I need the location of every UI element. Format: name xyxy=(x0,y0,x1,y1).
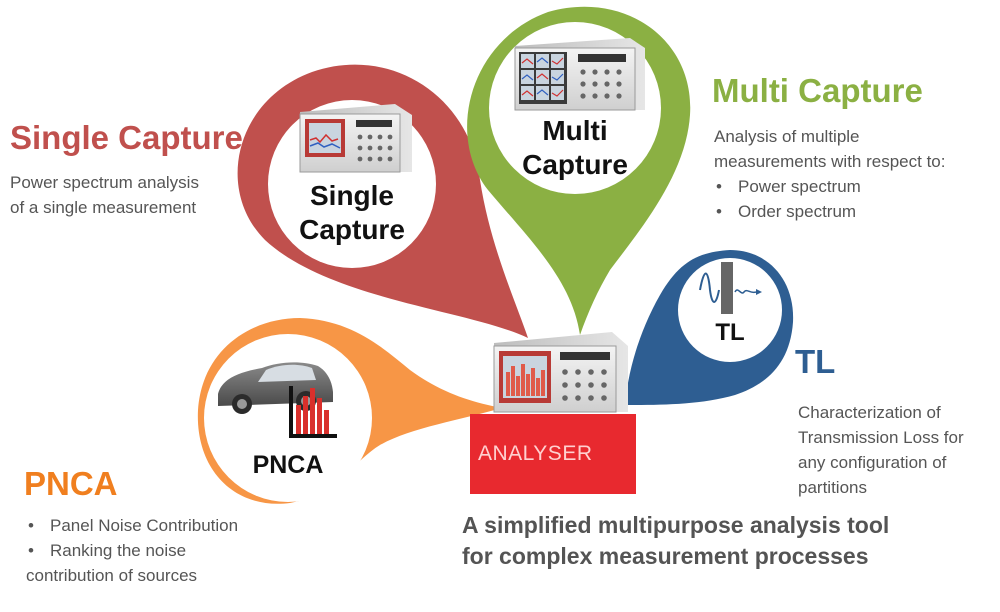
multi-capture-bullet: Order spectrum xyxy=(714,199,945,224)
tl-desc-line: Transmission Loss for xyxy=(798,428,964,447)
bubble-label-line: Capture xyxy=(299,214,405,245)
single-capture-analyser-icon xyxy=(299,104,412,173)
tagline-line: for complex measurement processes xyxy=(462,543,869,569)
multi-capture-bullets: Power spectrum Order spectrum xyxy=(714,174,945,224)
bubble-label-line: Multi xyxy=(542,115,608,146)
pnca-heading: PNCA xyxy=(24,465,118,502)
transmission-wave-icon xyxy=(699,262,762,314)
tl-heading: TL xyxy=(795,343,836,380)
tl-description: Characterization of Transmission Loss fo… xyxy=(798,400,964,500)
analyser-box xyxy=(470,414,636,494)
multi-capture-analyser-icon xyxy=(514,38,645,111)
analyser-label: ANALYSER xyxy=(478,442,593,465)
tl-bubble-label: TL xyxy=(715,319,745,346)
single-capture-bubble-label: Single Capture xyxy=(292,179,412,247)
pnca-bullet: Ranking the noise xyxy=(26,538,238,563)
central-analyser-icon xyxy=(493,332,628,413)
multi-capture-bubble-label: Multi Capture xyxy=(515,114,635,182)
single-capture-description: Power spectrum analysis of a single meas… xyxy=(10,170,199,220)
single-capture-heading: Single Capture xyxy=(10,119,243,156)
tagline-line: A simplified multipurpose analysis tool xyxy=(462,512,890,538)
pnca-bullet: Panel Noise Contribution xyxy=(26,513,238,538)
tagline: A simplified multipurpose analysis tool … xyxy=(462,510,889,572)
tl-desc-line: Characterization of xyxy=(798,403,941,422)
multi-capture-description: Analysis of multiple measurements with r… xyxy=(714,124,945,224)
bubble-label-line: Single xyxy=(309,180,394,211)
pnca-description: Panel Noise Contribution Ranking the noi… xyxy=(26,513,238,588)
bubble-label-line: Capture xyxy=(522,149,628,180)
pnca-bullets: Panel Noise Contribution Ranking the noi… xyxy=(26,513,238,563)
pnca-bubble-label: PNCA xyxy=(252,451,324,479)
multi-capture-desc-line: Analysis of multiple xyxy=(714,127,860,146)
multi-capture-heading: Multi Capture xyxy=(712,72,923,109)
single-capture-desc-line: Power spectrum analysis xyxy=(10,173,199,192)
multi-capture-desc-line: measurements with respect to: xyxy=(714,152,946,171)
noise-ranking-chart-icon xyxy=(289,386,337,438)
single-capture-desc-line: of a single measurement xyxy=(10,198,197,217)
tl-desc-line: partitions xyxy=(798,478,867,497)
multi-capture-bullet: Power spectrum xyxy=(714,174,945,199)
pnca-bullet-continuation: contribution of sources xyxy=(26,566,198,585)
tl-desc-line: any configuration of xyxy=(798,453,947,472)
